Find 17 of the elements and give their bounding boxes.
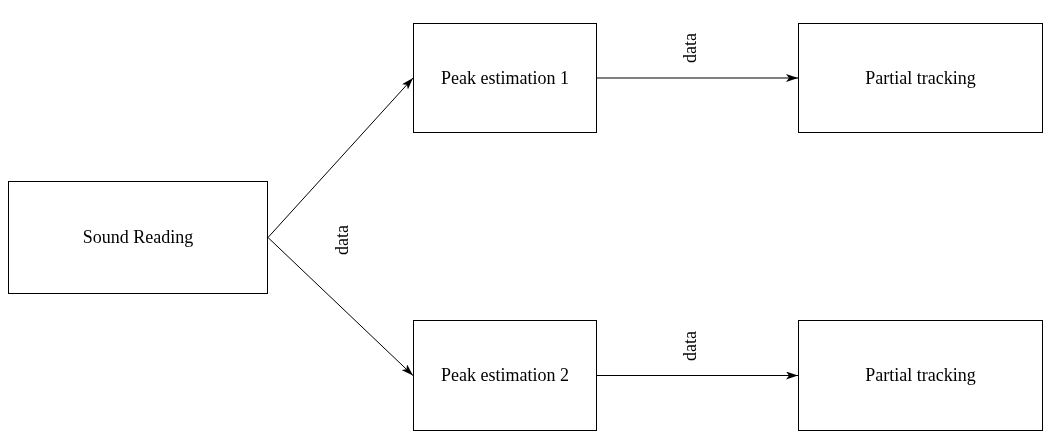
edge-label: data (680, 33, 699, 63)
box-label: Partial tracking (865, 365, 976, 386)
arrow (267, 237, 414, 376)
process-box (798, 320, 1043, 431)
box-label: Partial tracking (865, 67, 976, 89)
arrow (596, 74, 799, 82)
process-box (413, 320, 597, 431)
flow-label: data (333, 225, 351, 255)
process-box (8, 181, 268, 294)
arrow (267, 77, 414, 238)
box-label: Sound Reading (82, 227, 194, 248)
process-box (413, 23, 597, 133)
box-label: Peak estimation 2 (441, 365, 569, 386)
arrow (596, 371, 799, 380)
process-box (798, 23, 1043, 133)
box-label: Peak estimation 1 (441, 67, 569, 89)
edge-label: data (680, 330, 699, 361)
